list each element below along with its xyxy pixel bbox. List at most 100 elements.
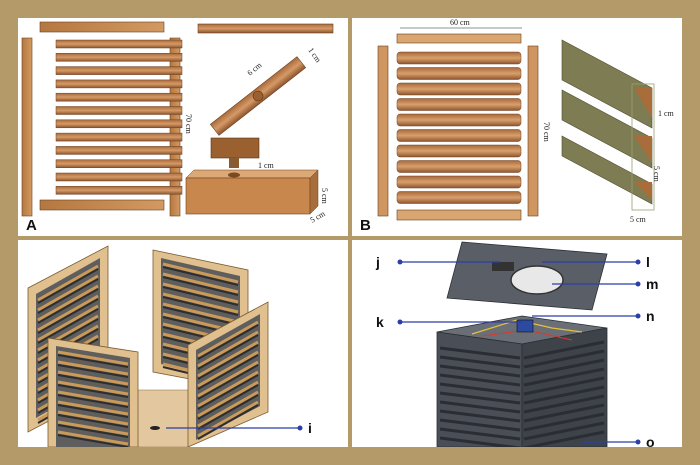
- slat: [396, 129, 522, 142]
- louver-shadow: [37, 268, 99, 304]
- slat: [55, 39, 183, 49]
- slat: [396, 67, 522, 80]
- left-post: [21, 37, 33, 217]
- louver: [197, 340, 259, 378]
- callout-n: n: [532, 308, 655, 324]
- louver: [439, 364, 521, 378]
- panel-a-label: A: [26, 217, 37, 234]
- louver-shadow: [197, 384, 259, 420]
- louver-shadow: [162, 286, 239, 306]
- slat: [55, 92, 183, 102]
- louver-shadow: [37, 298, 99, 334]
- louver: [523, 403, 605, 423]
- panel-b-drawing: 60 cm 70 cm 1 cm 5 cm 5 cm B: [360, 18, 675, 234]
- louver: [162, 272, 239, 294]
- louver: [439, 373, 521, 387]
- base-dim-label: 5 cm: [630, 215, 647, 224]
- callout-j: j: [375, 254, 500, 270]
- louver: [439, 418, 521, 432]
- left-post: [377, 45, 389, 217]
- louver: [439, 427, 521, 441]
- louver: [57, 390, 129, 406]
- louver-stack: [561, 39, 655, 211]
- louver: [439, 409, 521, 423]
- bottom-rail: [396, 209, 522, 221]
- base-top: [185, 169, 319, 179]
- svg-text:l: l: [646, 254, 650, 270]
- slat: [55, 146, 183, 155]
- panel-b: 60 cm 70 cm 1 cm 5 cm 5 cm B: [352, 18, 682, 236]
- louver-shadow: [57, 394, 129, 408]
- louver: [197, 320, 259, 358]
- louver-shadow: [162, 306, 239, 326]
- louver: [197, 350, 259, 388]
- louver-shadow: [197, 344, 259, 380]
- callout-k: k: [376, 314, 522, 330]
- louver-shadow: [197, 394, 259, 430]
- louver: [523, 394, 605, 414]
- peg: [229, 158, 239, 168]
- svg-text:j: j: [375, 254, 380, 270]
- wiring: [471, 319, 583, 335]
- louver: [523, 430, 605, 447]
- louver: [57, 350, 129, 366]
- louver-shadow: [162, 296, 239, 316]
- panel-c-drawing: i: [27, 245, 312, 447]
- slat: [396, 144, 522, 158]
- side-panel-right: [187, 301, 269, 447]
- louver: [57, 410, 129, 426]
- louver-shadow: [57, 414, 129, 428]
- top-rail: [396, 33, 522, 44]
- slat: [55, 79, 183, 89]
- small-block: [210, 137, 260, 159]
- slat: [55, 132, 183, 142]
- callout-i-dot: [297, 425, 303, 431]
- floor-hole: [150, 426, 160, 430]
- louver-shadow: [57, 374, 129, 388]
- louver: [57, 420, 129, 436]
- louver-shadow: [37, 288, 99, 324]
- panel-d: j k l m n: [352, 240, 682, 447]
- slat: [55, 172, 183, 182]
- louver: [439, 382, 521, 396]
- louver: [523, 367, 605, 387]
- slat: [396, 98, 522, 111]
- top-rail: [39, 21, 165, 33]
- louver: [523, 421, 605, 441]
- slat: [55, 106, 183, 115]
- louver: [57, 400, 129, 416]
- louver-shadow: [57, 354, 129, 368]
- louver: [197, 360, 259, 398]
- louver: [37, 294, 99, 332]
- panel-a-drawing: 70 cm 6 cm 1 cm 1 cm 5 cm 5 cm A: [21, 21, 334, 234]
- louver: [523, 358, 605, 378]
- louver-shadow: [57, 364, 129, 378]
- louver-shadow: [37, 278, 99, 314]
- louver: [57, 380, 129, 396]
- louver-shadow: [37, 308, 99, 344]
- height-dim-label: 70 cm: [542, 122, 551, 143]
- front-panel: [47, 337, 139, 447]
- base-front: [185, 177, 311, 215]
- louver: [37, 274, 99, 312]
- height-dim-label: 70 cm: [184, 114, 193, 135]
- peg-gap-label: 1 cm: [258, 161, 275, 170]
- slat: [55, 159, 183, 168]
- base-hole: [228, 172, 240, 178]
- louver: [523, 376, 605, 396]
- louver-shadow: [57, 434, 129, 447]
- long-slat: [197, 23, 334, 34]
- bottom-rail: [39, 199, 165, 211]
- gap-dim-label: 1 cm: [658, 109, 675, 118]
- width-dim-label: 60 cm: [450, 18, 471, 27]
- slat: [396, 191, 522, 204]
- louver-shadow: [57, 424, 129, 438]
- slat: [55, 66, 183, 75]
- louver: [37, 284, 99, 322]
- louver: [57, 360, 129, 376]
- slat-stack: [396, 51, 522, 204]
- slat: [396, 82, 522, 96]
- slat: [55, 119, 183, 129]
- louver: [523, 412, 605, 432]
